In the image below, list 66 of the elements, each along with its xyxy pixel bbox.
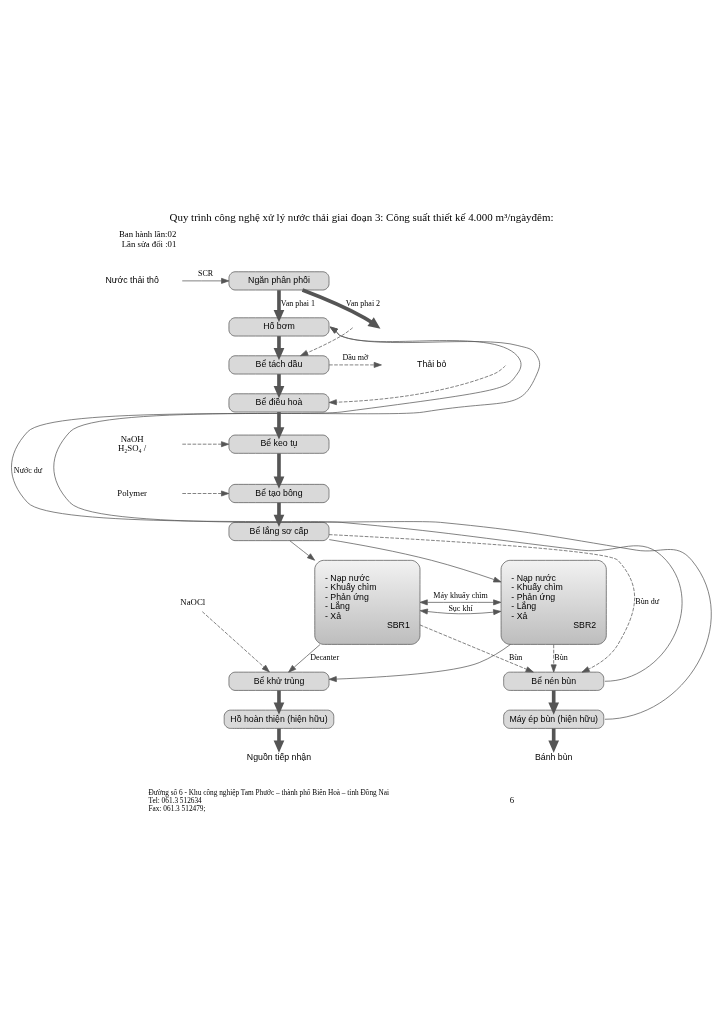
label: Lần sửa đổi :01 — [121, 238, 177, 249]
node-box: - Nạp nước - Khuấy chìm - Phản ứng - Lắng - Xả SBR2 — [500, 559, 607, 645]
node-text: NaOCl — [180, 596, 206, 607]
edge-label: Bùn dư — [635, 596, 660, 606]
node-text: Nước thải thô — [105, 274, 159, 285]
node-box: - Nạp nước - Khuấy chìm - Phản ứng - Lắng - Xả SBR1 — [314, 559, 421, 645]
label: Ban hành lần:02 — [118, 228, 177, 239]
arrow — [300, 326, 354, 356]
edge-label: Máy khuấy chìm — [433, 590, 488, 600]
node-box: Bể tạo bông — [228, 483, 330, 503]
edge-label: SCR — [197, 268, 214, 278]
arrow — [53, 326, 712, 720]
edge-label: Van phai 2 — [345, 298, 381, 308]
edge-label: Bùn — [509, 652, 523, 662]
edge-label: Van phai 1 — [280, 298, 316, 308]
edge-label: Sục khí — [448, 603, 473, 613]
arrow — [273, 411, 285, 440]
node-box: Bể lắng sơ cấp — [228, 521, 330, 541]
label: Tel: 061.3 512634 — [148, 795, 202, 805]
node-text: Thải bỏ — [417, 358, 447, 369]
edge-label: Nước dư — [13, 465, 43, 475]
arrow — [419, 608, 502, 615]
arrow — [11, 326, 683, 682]
arrow — [328, 538, 502, 582]
label: 6 — [509, 794, 515, 805]
arrow — [273, 727, 285, 753]
arrow — [273, 289, 285, 322]
arrow — [273, 373, 285, 398]
arrow — [273, 690, 285, 715]
node-box: Bể khử trùng — [228, 671, 330, 691]
arrow — [328, 533, 635, 672]
arrow — [328, 364, 506, 405]
arrow — [548, 690, 560, 715]
diagram-title: Quy trình công nghệ xử lý nước thải giai đoạn 3: Công suất thiết kế 4.000 m³/ngàyđêm: — [169, 210, 554, 223]
node-box: Bể tách dầu — [228, 354, 330, 374]
node-box: Bể điều hoà — [228, 392, 330, 412]
arrow — [181, 440, 230, 447]
arrow — [548, 727, 560, 753]
arrow — [288, 643, 321, 672]
node-box: Bể keo tụ — [228, 434, 330, 454]
node-box: Hồ hoàn thiện (hiện hữu) — [223, 709, 335, 729]
arrow — [181, 490, 230, 496]
label: Fax: 061.3 512479; — [148, 803, 206, 813]
label: Đường số 6 - Khu công nghiệp Tam Phước – thành phố Biên Hoà – tỉnh Đồng Nai — [148, 787, 390, 797]
arrow — [181, 277, 230, 284]
edge-label: Dầu mỡ — [342, 352, 369, 362]
arrow — [328, 643, 511, 682]
arrow — [301, 287, 381, 329]
arrow — [419, 598, 502, 605]
node-box: Máy ép bùn (hiện hữu) — [503, 709, 605, 729]
arrow — [550, 643, 557, 672]
arrow — [419, 624, 534, 672]
node-text: Nguồn tiếp nhận — [246, 751, 312, 762]
arrow — [328, 361, 382, 368]
node-box: Hố bơm — [228, 316, 330, 336]
arrow — [201, 610, 270, 672]
arrow — [273, 452, 285, 489]
edge-label: Bùn — [554, 652, 568, 662]
node-text: Polymer — [117, 487, 147, 498]
node-box: Ngăn phân phối — [228, 270, 330, 290]
edge-label: Decanter — [310, 652, 340, 662]
node-box: Bể nén bùn — [503, 671, 605, 691]
arrow — [289, 539, 316, 561]
node-text: NaOH H₂SO₄ / — [118, 433, 147, 453]
arrow — [273, 335, 285, 360]
node-text: Bánh bùn — [534, 751, 573, 762]
